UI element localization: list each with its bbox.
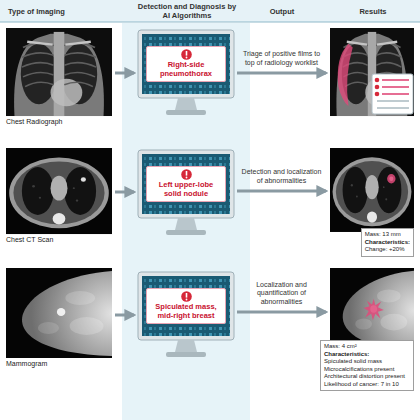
mammogram-image — [6, 268, 112, 358]
imaging-panel: Chest Radiograph — [6, 28, 112, 116]
result-radiograph — [330, 28, 414, 116]
output-slot: Triage of positive films to top of radio… — [240, 50, 324, 67]
nodule-overlay — [387, 174, 395, 183]
flow-arrow — [115, 191, 134, 194]
finding-line: Mass: 13 mm — [365, 231, 410, 239]
alert-icon — [181, 169, 192, 180]
output-label: Detection and localization of abnormalit… — [240, 168, 324, 185]
finding-line: Likelihood of cancer: 7 in 10 — [324, 381, 410, 389]
heading-slot: Detection and Diagnosis by AI Algorithms — [136, 2, 238, 20]
heading-slot: Results — [338, 7, 408, 16]
header-rule — [0, 22, 420, 23]
column-band — [122, 23, 250, 420]
findings-callout: Mass: 4 cm²Characteristics:Spiculated so… — [320, 340, 414, 391]
flow-arrow — [237, 190, 326, 193]
worklist-card — [372, 74, 413, 114]
alert-icon — [181, 291, 192, 302]
column-heading: Detection and Diagnosis by AI Algorithms — [136, 2, 238, 20]
chest-radiograph — [6, 28, 112, 116]
finding-line: Characteristics: — [365, 239, 410, 247]
alert-box: Right-side pneumothorax — [146, 46, 226, 82]
finding-line: Microcalcifications present — [324, 366, 410, 374]
ai-monitor: Spiculated mass, mid-right breast — [138, 272, 234, 358]
column-heading: Type of Imaging — [8, 7, 108, 16]
result-panel: Mass: 13 mmCharacteristics:Change: +20% — [330, 148, 414, 232]
ai-monitor: Left upper-lobe solid nodule — [138, 150, 234, 236]
heading-slot: Output — [252, 7, 312, 16]
monitor — [138, 30, 234, 115]
alert-box: Left upper-lobe solid nodule — [146, 166, 226, 202]
imaging-label: Chest Radiograph — [6, 118, 112, 126]
monitor — [138, 272, 234, 357]
column-heading: Results — [338, 7, 408, 16]
finding-line: Architectural distortion present — [324, 373, 410, 381]
ai-monitor: Right-side pneumothorax — [138, 30, 234, 116]
flow-arrow — [115, 314, 134, 317]
output-label: Triage of positive films to top of radio… — [240, 50, 324, 67]
imaging-label: Mammogram — [6, 360, 112, 368]
finding-line: Spiculated solid mass — [324, 358, 410, 366]
imaging-label: Chest CT Scan — [6, 236, 112, 244]
flow-arrow — [237, 72, 326, 75]
chest-ct — [6, 148, 112, 234]
heading-slot: Type of Imaging — [8, 7, 108, 16]
imaging-panel: Mammogram — [6, 268, 112, 358]
findings-callout: Mass: 13 mmCharacteristics:Change: +20% — [361, 228, 414, 257]
finding-line: Change: +20% — [365, 246, 410, 254]
result-panel — [330, 28, 414, 116]
result-panel: Mass: 4 cm²Characteristics:Spiculated so… — [330, 268, 414, 352]
finding-text: Right-side pneumothorax — [150, 61, 222, 78]
column-heading: Output — [252, 7, 312, 16]
mass-overlay — [364, 299, 384, 320]
monitor — [138, 150, 234, 235]
finding-line: Mass: 4 cm² — [324, 343, 410, 351]
output-label: Localization and quantification of abnor… — [240, 281, 324, 307]
output-slot: Detection and localization of abnormalit… — [240, 168, 324, 185]
flow-arrow — [115, 72, 134, 75]
finding-text: Spiculated mass, mid-right breast — [150, 303, 222, 320]
alert-box: Spiculated mass, mid-right breast — [146, 288, 226, 324]
finding-line: Characteristics: — [324, 351, 410, 359]
finding-text: Left upper-lobe solid nodule — [150, 181, 222, 198]
alert-icon — [181, 49, 192, 60]
flow-arrow — [237, 311, 326, 314]
output-slot: Localization and quantification of abnor… — [240, 281, 324, 307]
imaging-panel: Chest CT Scan — [6, 148, 112, 234]
header-band — [0, 0, 420, 22]
pneumothorax-overlay — [338, 44, 353, 107]
result-ct — [330, 148, 414, 232]
